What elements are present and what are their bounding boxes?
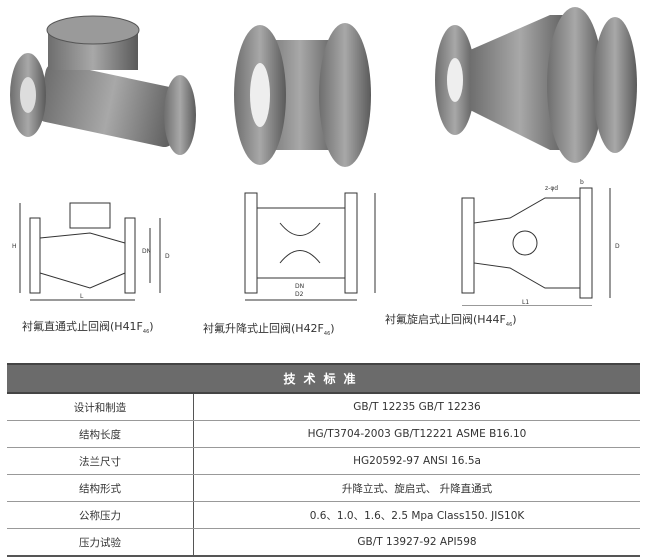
- dimension-label: z-φd: [545, 185, 558, 192]
- row-value: 0.6、1.0、1.6、2.5 Mpa Class150. JIS10K: [193, 501, 640, 529]
- row-label: 压力试验: [7, 528, 194, 557]
- row-value: GB/T 12235 GB/T 12236: [193, 393, 640, 421]
- product-photos: [10, 7, 637, 167]
- h41-drawing: [19, 202, 161, 301]
- row-value: GB/T 13927-92 API598: [193, 528, 640, 557]
- table-row: 结构形式升降立式、旋启式、 升降直通式: [7, 474, 640, 502]
- dimension-label: D2: [295, 291, 304, 298]
- swing-check-valve-photo: [435, 7, 637, 163]
- row-label: 结构长度: [7, 420, 194, 448]
- dimension-label: D: [165, 253, 170, 260]
- dimension-label: L: [80, 293, 84, 300]
- dimension-label: DN: [295, 283, 304, 290]
- row-value: 升降立式、旋启式、 升降直通式: [193, 474, 640, 502]
- dimension-label: D: [615, 243, 620, 250]
- dimension-label: b: [580, 179, 584, 186]
- row-label: 法兰尺寸: [7, 447, 194, 475]
- lift-check-valve-photo: [234, 23, 371, 167]
- h44-drawing: [461, 187, 611, 306]
- row-label: 结构形式: [7, 474, 194, 502]
- product-caption-h42: 衬氟升降式止回阀(H42F46): [203, 322, 335, 338]
- straight-check-valve-photo: [10, 15, 196, 155]
- dimension-label: H: [12, 243, 17, 250]
- dimension-label: DN: [142, 248, 151, 255]
- h42-drawing: [244, 192, 376, 301]
- row-label: 设计和制造: [7, 393, 194, 421]
- row-value: HG20592-97 ANSI 16.5a: [193, 447, 640, 475]
- product-caption-h44: 衬氟旋启式止回阀(H44F46): [385, 313, 517, 329]
- dimension-label: L1: [522, 299, 529, 306]
- table-title: 技术标准: [7, 363, 640, 394]
- row-label: 公称压力: [7, 501, 194, 529]
- product-caption-h41: 衬氟直通式止回阀(H41F46): [22, 320, 154, 336]
- row-value: HG/T3704-2003 GB/T12221 ASME B16.10: [193, 420, 640, 448]
